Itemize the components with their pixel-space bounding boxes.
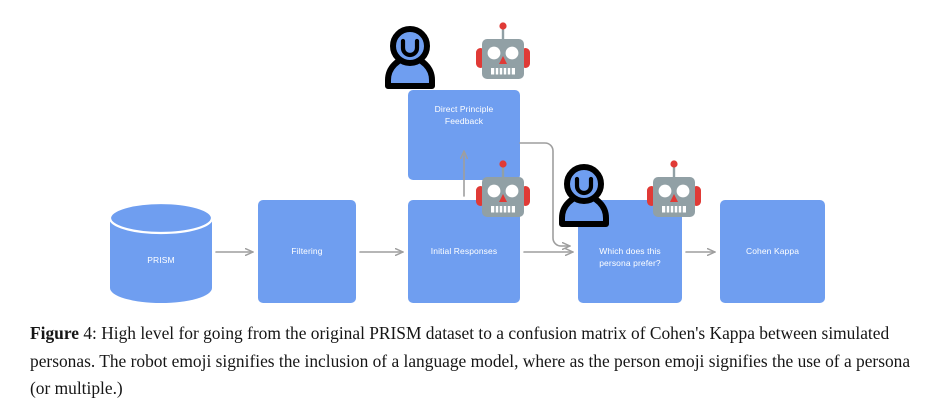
caption-figure-number: 4	[83, 323, 93, 343]
edge-dpf-to-persona-preference	[519, 142, 571, 246]
person-icon	[559, 164, 609, 227]
caption-figure-label: Figure	[30, 323, 79, 343]
figure-caption: Figure 4: High level for going from the …	[30, 320, 914, 403]
robot-icon	[647, 160, 701, 217]
diagram-canvas	[108, 22, 825, 303]
flowchart-diagram: PRISM Filtering Initial Responses Direct…	[108, 22, 825, 303]
node-direct-principle-feedback[interactable]	[408, 90, 520, 180]
node-cohen-kappa[interactable]	[720, 200, 825, 303]
robot-icon	[476, 22, 530, 79]
caption-body-text: High level for going from the original P…	[30, 323, 911, 398]
node-initial-responses[interactable]	[408, 200, 520, 303]
caption-separator: :	[92, 323, 102, 343]
robot-icon	[476, 160, 530, 217]
node-filtering[interactable]	[258, 200, 356, 303]
person-icon	[385, 26, 435, 89]
node-prism[interactable]	[108, 201, 214, 303]
